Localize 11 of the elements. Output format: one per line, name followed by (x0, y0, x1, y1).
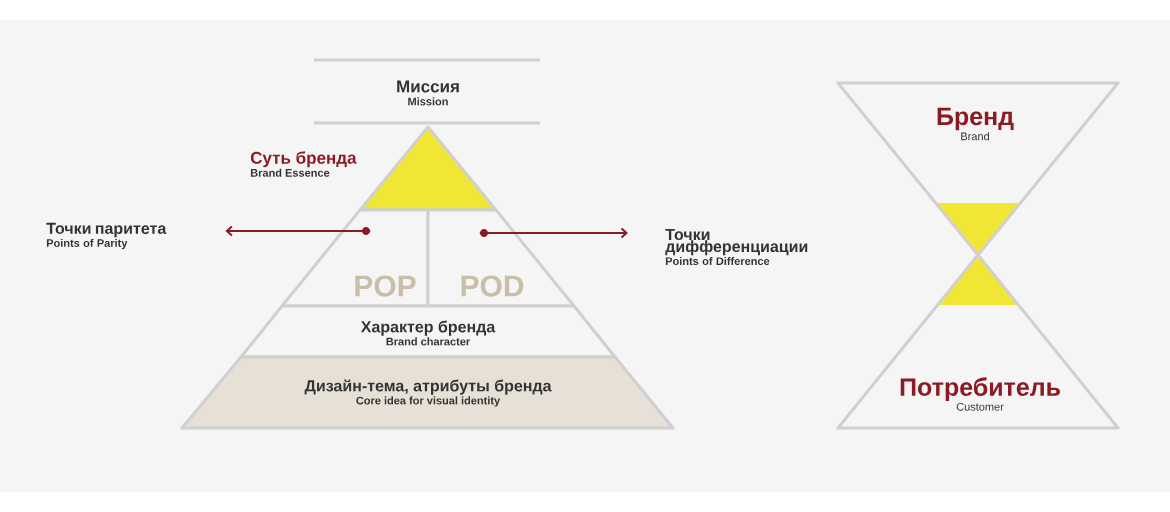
pyramid-cell: POD (426, 208, 576, 308)
mission-band: Миссия Mission (314, 58, 540, 125)
arrow (225, 225, 372, 237)
arrow (478, 227, 628, 239)
parity-label: Точки паритета Points of Parity (46, 222, 167, 250)
node-label: Brand Essence (250, 168, 330, 177)
hourglass-bottom-triangle: Потребитель Customer (836, 253, 1120, 430)
hourglass-top-triangle: Бренд Brand (836, 81, 1120, 257)
node-label: Суть бренда (250, 151, 357, 168)
pyramid-cell: POP (280, 208, 430, 308)
difference-label: Точки дифференциации Points of Difference (665, 228, 808, 266)
